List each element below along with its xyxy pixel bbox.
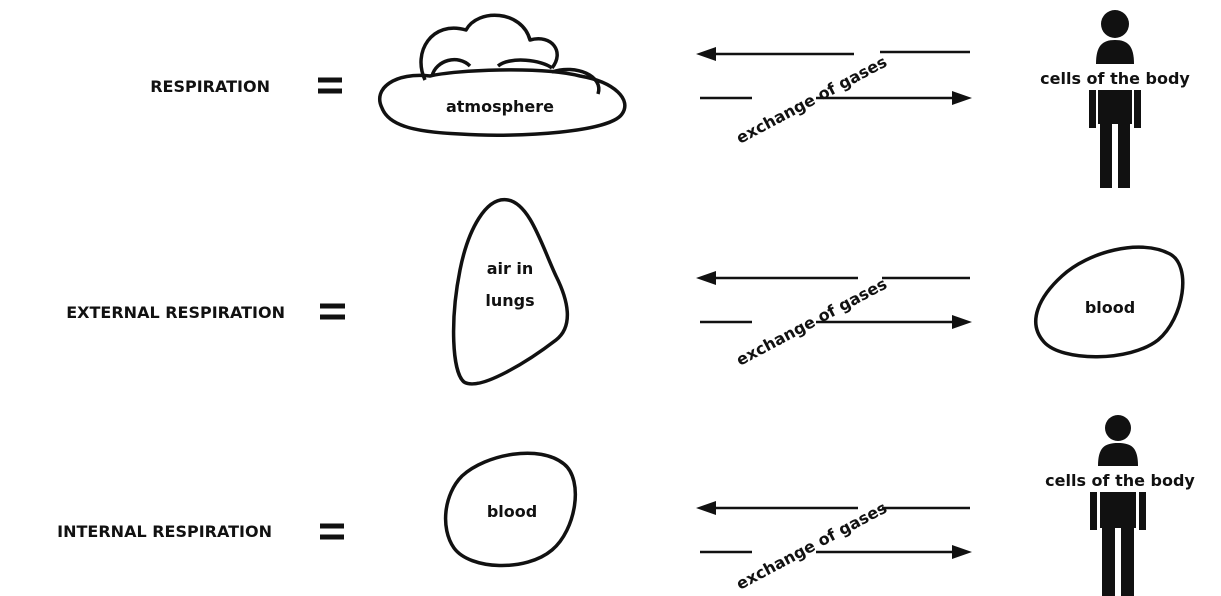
- air-in-lungs-label-line1: air in: [487, 259, 534, 278]
- exchange-arrows: exchange of gases: [696, 47, 972, 148]
- row-respiration: RESPIRATION atmosphere exchange of gases: [150, 10, 1190, 188]
- blood-blob-icon: blood: [1034, 245, 1185, 359]
- row-label-internal-respiration: INTERNAL RESPIRATION: [57, 522, 272, 541]
- row-label-external-respiration: EXTERNAL RESPIRATION: [66, 303, 285, 322]
- human-body-icon: cells of the body: [1040, 10, 1190, 188]
- lung-outline-icon: air in lungs: [451, 198, 570, 386]
- exchange-arrows: exchange of gases: [696, 271, 972, 370]
- blood-blob-icon: blood: [443, 451, 578, 568]
- blood-label: blood: [1085, 298, 1135, 317]
- equals-sign: [318, 77, 342, 94]
- air-in-lungs-label-line2: lungs: [485, 291, 534, 310]
- cells-of-the-body-label: cells of the body: [1045, 471, 1195, 490]
- exchange-of-gases-label: exchange of gases: [733, 498, 890, 594]
- exchange-of-gases-label: exchange of gases: [733, 52, 890, 148]
- row-internal-respiration: INTERNAL RESPIRATION blood exchange of g…: [57, 415, 1195, 596]
- cells-of-the-body-label: cells of the body: [1040, 69, 1190, 88]
- row-label-respiration: RESPIRATION: [150, 77, 270, 96]
- equals-sign: [320, 303, 345, 320]
- exchange-arrows: exchange of gases: [696, 498, 972, 594]
- blood-label: blood: [487, 502, 537, 521]
- cloud-label: atmosphere: [446, 97, 554, 116]
- row-external-respiration: EXTERNAL RESPIRATION air in lungs exchan…: [66, 198, 1185, 386]
- cloud-icon: atmosphere: [378, 13, 627, 137]
- equals-sign: [320, 523, 344, 540]
- human-body-icon: cells of the body: [1045, 415, 1195, 596]
